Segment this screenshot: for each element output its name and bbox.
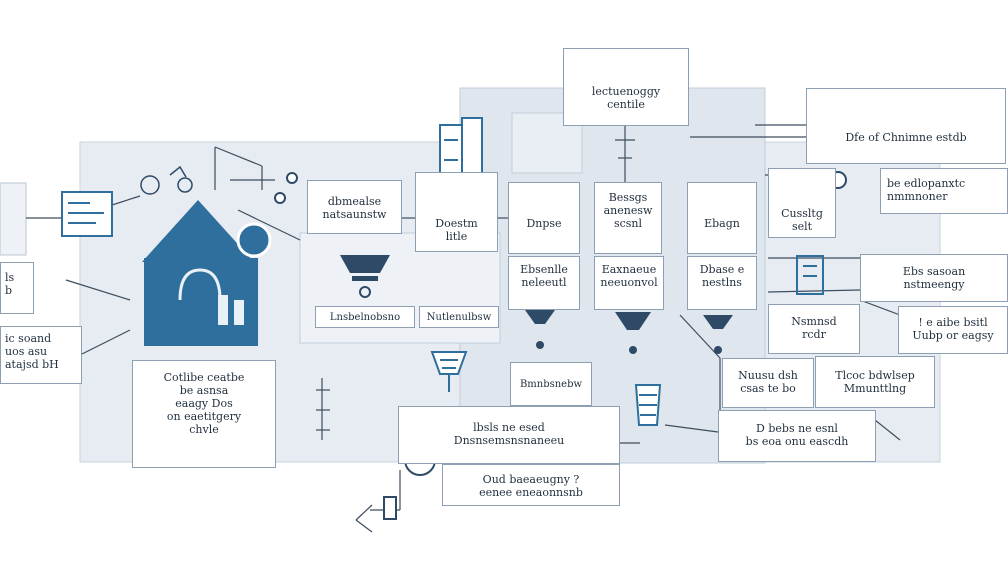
monitor-icon [61, 191, 113, 237]
bottom-right-label: D bebs ne esnl bs eoa onu eascdh [718, 410, 876, 462]
right-label-4: Tlcoc bdwlsep Mmunttlng [815, 356, 935, 408]
connector-node-icons [274, 172, 397, 520]
gear-cluster-icon [140, 165, 193, 195]
lamp-icons [525, 310, 733, 354]
right-label-3: ! e aibe bsitl Uubp or eagsy [898, 306, 1008, 354]
strip-label-3: Bmnbsnebw [510, 362, 592, 406]
top-label-box: lectuenoggy centile [563, 48, 689, 126]
funnel-icon [340, 255, 390, 298]
house-caption: Cotlibe ceatbe be asnsa eaagy Dos on eae… [132, 360, 276, 468]
right-label-2: Ebs sasoan nstmeengy [860, 254, 1008, 302]
bottom-label-2: Oud baeaeugny ? eenee eneaonnsnb [442, 464, 620, 506]
row2-label-2: Eaxnaeue neeuonvol [594, 256, 664, 310]
right-mid-label-1: Nsmnsd rcdr [768, 304, 860, 354]
row2-label-1: Ebsenlle neleeutl [508, 256, 580, 310]
mid-label-6: Cussltg selt [768, 168, 836, 238]
row2-label-3: Dbase e nestlns [687, 256, 757, 310]
mid-label-4: Bessgs anenesw scsnl [594, 182, 662, 254]
beaker-icon [634, 384, 662, 426]
filter-icon [430, 351, 468, 392]
mid-label-3: Dnpse [508, 182, 580, 254]
mid-label-5: Ebagn [687, 182, 757, 254]
strip-label-1: Lnsbelnobsno [315, 306, 415, 328]
mid-label-1: dbmealse natsaunstw [307, 180, 402, 234]
top-right-label: Dfe of Chnimne estdb [806, 88, 1006, 164]
bottom-label-1: lbsls ne esed Dnsnsemsnsnaneeu [398, 406, 620, 464]
right-mid-label-2: Nuusu dsh csas te bo [722, 358, 814, 408]
connector-lines [26, 124, 901, 533]
right-label-1: be edlopanxtc nmmnoner [880, 168, 1008, 214]
mid-label-2: Doestm litle [415, 172, 498, 252]
strip-label-2: Nutlenulbsw [419, 306, 499, 328]
left-label-1: ls b [0, 262, 34, 314]
left-label-2: ic soand uos asu atajsd bH [0, 326, 82, 384]
chip-icon [796, 255, 824, 295]
house-icon [142, 200, 272, 346]
